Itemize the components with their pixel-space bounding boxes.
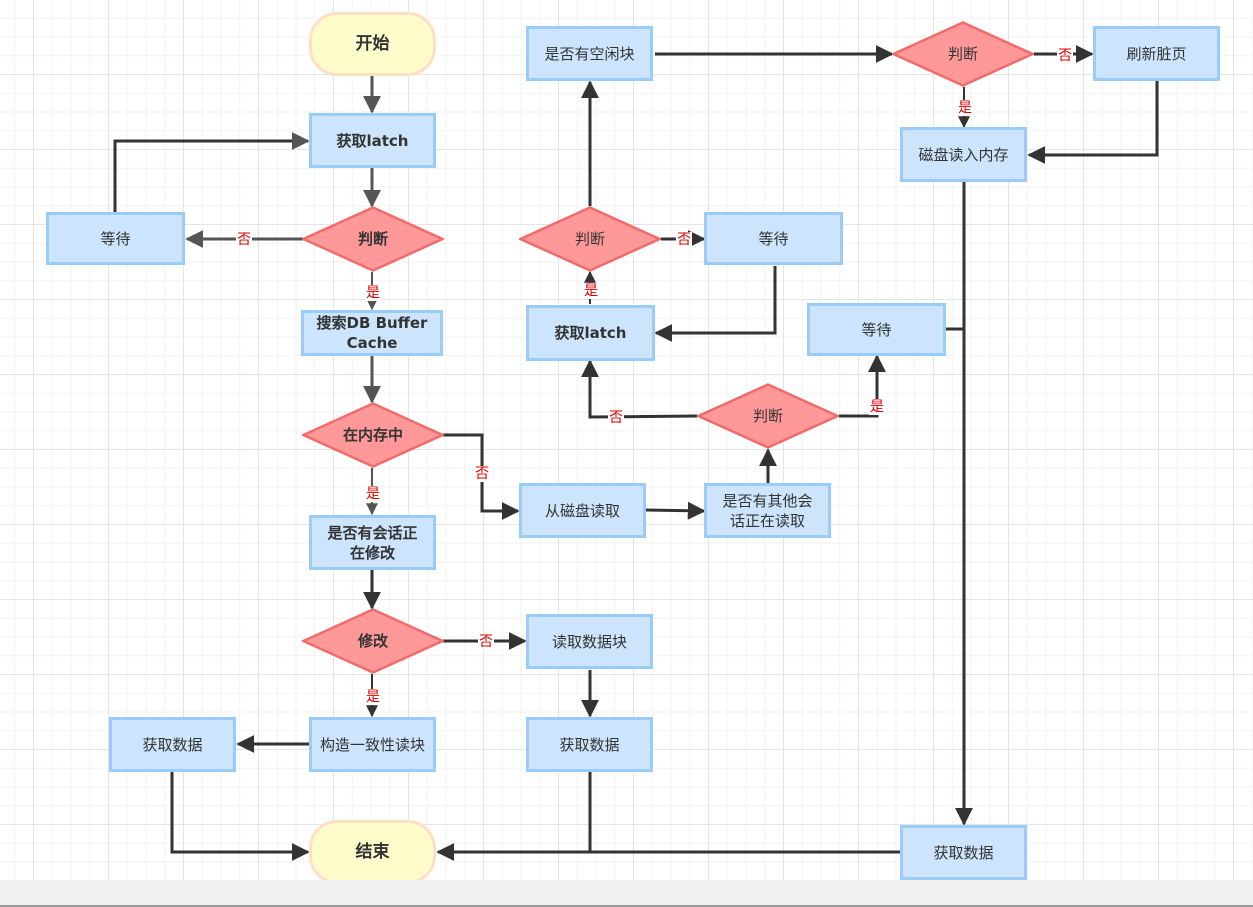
get-latch-node-1[interactable]: 获取latch: [309, 113, 436, 168]
edge-getdata1-to-end: [170, 772, 310, 861]
edge-label-no: 否: [1057, 48, 1073, 64]
edge-wait1-to-latch1: [113, 132, 310, 212]
end-label: 结束: [355, 842, 390, 862]
diamond-shape: [892, 21, 1034, 87]
edge-label-yes: 是: [583, 283, 599, 299]
end-node[interactable]: 结束: [309, 820, 436, 884]
read-from-disk-label: 从磁盘读取: [544, 501, 620, 520]
disk-to-memory-label: 磁盘读入内存: [918, 145, 1009, 164]
session-modifying-label: 是否有会话正在修改: [327, 523, 418, 562]
diamond-shape: [302, 402, 444, 468]
diamond-shape: [697, 383, 839, 449]
free-block-label: 是否有空闲块: [544, 44, 635, 63]
build-consistent-read-label: 构造一致性读块: [320, 735, 426, 754]
wait-node-1[interactable]: 等待: [46, 212, 185, 265]
edge-disk-to-otherreading: [645, 501, 706, 520]
session-modifying-node[interactable]: 是否有会话正在修改: [309, 515, 436, 570]
get-latch-node-2[interactable]: 获取latch: [526, 305, 655, 361]
edge-label-yes: 是: [957, 100, 973, 116]
edge-judge3-to-latch2: [581, 359, 698, 419]
wait-label-1: 等待: [100, 229, 131, 248]
edge-wait2-to-latch2: [654, 266, 777, 342]
start-label: 开始: [355, 34, 390, 54]
judge-label-1: 判断: [357, 230, 388, 248]
judge-node-1[interactable]: 判断: [302, 206, 444, 272]
in-memory-node[interactable]: 在内存中: [302, 402, 444, 468]
in-memory-label: 在内存中: [342, 426, 403, 444]
read-from-disk-node[interactable]: 从磁盘读取: [519, 483, 646, 538]
edge-label-yes: 是: [365, 486, 381, 502]
wait-label-3: 等待: [861, 320, 892, 339]
diamond-shape: [302, 608, 444, 674]
edge-label-yes: 是: [365, 285, 381, 301]
status-bar: [0, 880, 1253, 907]
wait-node-2[interactable]: 等待: [704, 212, 843, 265]
read-block-node[interactable]: 读取数据块: [526, 614, 653, 669]
judge-node-2[interactable]: 判断: [519, 206, 661, 272]
edge-label-no: 否: [608, 410, 624, 426]
modify-node[interactable]: 修改: [302, 608, 444, 674]
other-session-reading-node[interactable]: 是否有其他会话正在读取: [704, 483, 831, 538]
edge-label-yes: 是: [365, 689, 381, 705]
judge-label-2: 判断: [574, 230, 605, 248]
edge-label-no: 否: [478, 634, 494, 650]
disk-to-memory-node[interactable]: 磁盘读入内存: [900, 127, 1027, 182]
build-consistent-read-node[interactable]: 构造一致性读块: [309, 717, 436, 772]
read-block-label: 读取数据块: [551, 632, 627, 651]
get-latch-label-2: 获取latch: [554, 324, 627, 342]
judge-node-3[interactable]: 判断: [697, 383, 839, 449]
judge-node-4[interactable]: 判断: [892, 21, 1034, 87]
edge-label-no: 否: [676, 232, 692, 248]
get-latch-label-1: 获取latch: [336, 131, 409, 150]
wait-label-2: 等待: [758, 229, 789, 248]
get-data-node-1[interactable]: 获取数据: [109, 717, 236, 772]
edge-judge3-to-wait3: [839, 354, 886, 418]
get-data-node-3[interactable]: 获取数据: [900, 825, 1027, 880]
edge-flush-to-disk2mem: [1027, 80, 1159, 164]
flush-dirty-label: 刷新脏页: [1126, 44, 1187, 63]
diamond-shape: [302, 206, 444, 272]
edge-label-yes: 是: [869, 399, 885, 415]
free-block-node[interactable]: 是否有空闲块: [526, 26, 653, 81]
other-session-reading-label: 是否有其他会话正在读取: [722, 491, 813, 530]
judge-label-4: 判断: [947, 45, 978, 63]
get-data-node-2[interactable]: 获取数据: [526, 717, 653, 772]
search-buffer-label: 搜索DB Buffer Cache: [316, 314, 428, 352]
diamond-shape: [519, 206, 661, 272]
wait-node-3[interactable]: 等待: [807, 303, 946, 356]
start-node[interactable]: 开始: [309, 12, 436, 76]
get-data-label-1: 获取数据: [142, 735, 203, 754]
edge-label-no: 否: [474, 466, 490, 482]
get-data-label-3: 获取数据: [933, 843, 994, 862]
flush-dirty-node[interactable]: 刷新脏页: [1093, 26, 1220, 81]
edge-label-no: 否: [236, 232, 252, 248]
search-buffer-node[interactable]: 搜索DB Buffer Cache: [301, 310, 443, 356]
get-data-label-2: 获取数据: [559, 735, 620, 754]
judge-label-3: 判断: [752, 407, 783, 425]
modify-label: 修改: [357, 632, 388, 650]
